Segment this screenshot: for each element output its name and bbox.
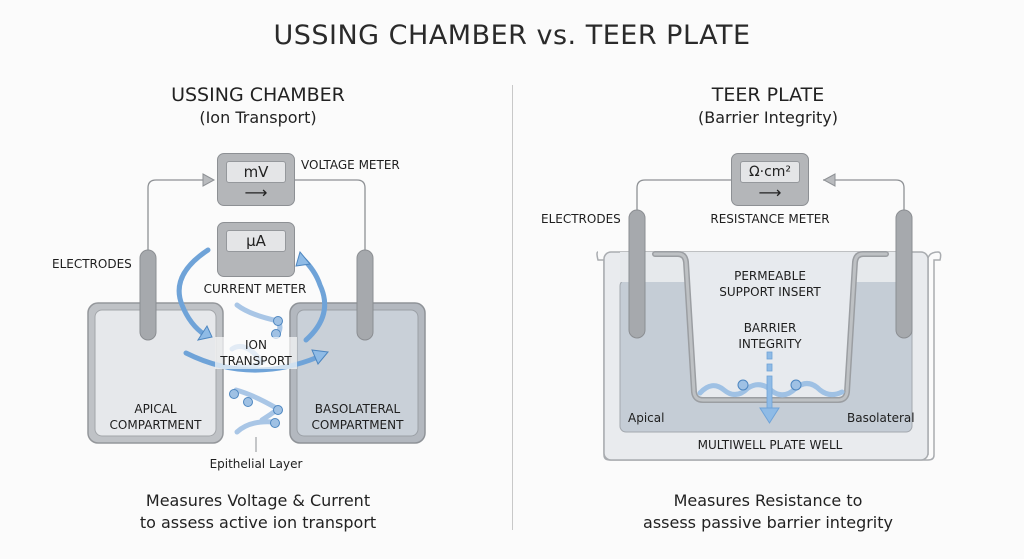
resistance-meter-unit: Ω·cm² <box>740 161 800 183</box>
voltage-meter-unit: mV <box>226 161 286 183</box>
electrode-left <box>628 209 646 339</box>
epithelial-layer-label: Epithelial Layer <box>209 457 303 471</box>
teer-caption: Measures Resistance to assess passive ba… <box>643 491 893 532</box>
cell-icon <box>737 379 749 391</box>
electrode-left <box>139 249 157 341</box>
electrodes-label: ELECTRODES <box>52 257 132 271</box>
voltage-meter: mV ⟶ <box>217 153 295 206</box>
arrow-right-icon: ⟶ <box>244 183 268 202</box>
current-meter-label: CURRENT METER <box>203 282 307 296</box>
arrowhead-icon <box>295 250 311 267</box>
diagram-title: USSING CHAMBER vs. TEER PLATE <box>273 20 751 51</box>
ion-transport-arrows <box>176 247 328 373</box>
teer-subheading: (Barrier Integrity) <box>698 108 838 127</box>
insert-label: PERMEABLE SUPPORT INSERT <box>719 269 821 299</box>
ion-transport-label: ION TRANSPORT <box>215 337 297 369</box>
electrode-right <box>895 209 913 339</box>
voltage-wire-left <box>147 179 205 252</box>
apical-compartment-label: APICAL COMPARTMENT <box>109 402 202 432</box>
cell-icon <box>790 379 802 391</box>
barrier-arrow <box>759 351 780 424</box>
epithelial-cells <box>229 316 283 428</box>
ussing-heading: USSING CHAMBER <box>171 84 345 106</box>
voltage-wire-right <box>295 179 366 252</box>
arrowhead-icon <box>196 324 213 341</box>
basolateral-label: Basolateral <box>847 411 915 425</box>
teer-heading: TEER PLATE <box>711 84 825 106</box>
ussing-subheading: (Ion Transport) <box>199 108 317 127</box>
basolateral-compartment-label: BASOLATERAL COMPARTMENT <box>311 402 404 432</box>
resistance-meter: Ω·cm² ⟶ <box>731 153 809 206</box>
panel-divider <box>512 85 513 530</box>
apical-label: Apical <box>628 411 665 425</box>
multiwell-plate-well <box>596 251 942 461</box>
wire-arrowhead-icon <box>822 173 836 187</box>
voltage-meter-label: VOLTAGE METER <box>301 158 400 172</box>
resistance-meter-label: RESISTANCE METER <box>710 212 830 226</box>
current-meter: μA <box>217 222 295 277</box>
resistance-wire-left <box>636 179 732 212</box>
current-meter-unit: μA <box>226 230 286 252</box>
multiwell-plate-well-label: MULTIWELL PLATE WELL <box>697 438 843 452</box>
electrodes-label: ELECTRODES <box>541 212 621 226</box>
electrode-right <box>356 249 374 341</box>
arrowhead-icon <box>311 349 329 365</box>
arrow-right-icon: ⟶ <box>758 183 782 202</box>
wire-arrowhead-icon <box>202 173 216 187</box>
resistance-wire-right <box>823 179 905 212</box>
ussing-caption: Measures Voltage & Current to assess act… <box>139 491 377 532</box>
barrier-integrity-label: BARRIER INTEGRITY <box>738 321 802 351</box>
